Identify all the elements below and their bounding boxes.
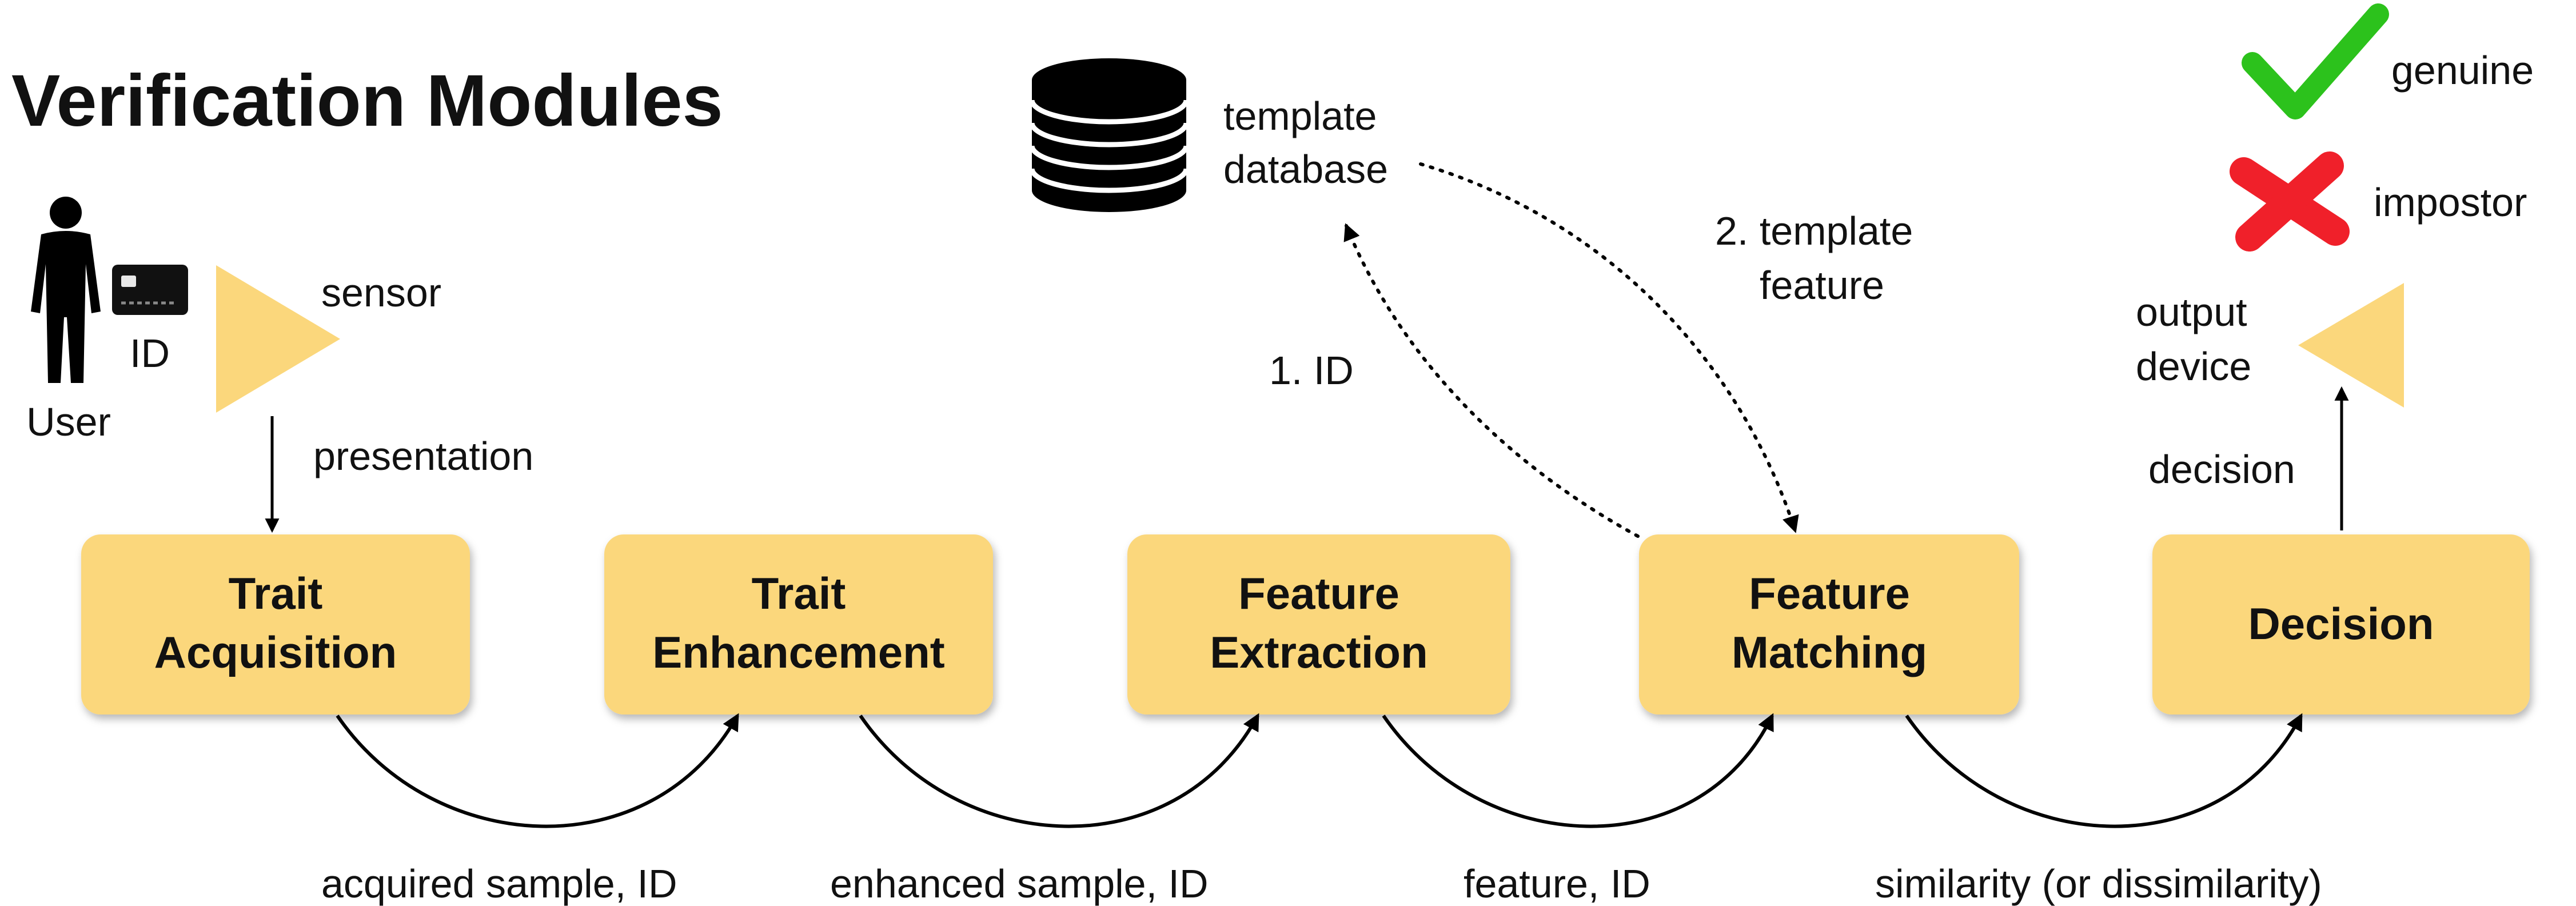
id-lookup-arrow — [1343, 223, 1640, 538]
module-decision: Decision — [2152, 534, 2530, 715]
genuine-check-icon — [2242, 3, 2389, 119]
id-card-icon — [112, 265, 188, 315]
template-feature-label-line1: 2. template — [1715, 209, 1913, 253]
template-feature-arrow — [1419, 162, 1799, 533]
database-label-line1: template — [1223, 94, 1377, 138]
module-feature-matching: Feature Matching — [1639, 534, 2019, 715]
impostor-label: impostor — [2374, 180, 2527, 225]
output-device-icon — [2298, 283, 2404, 408]
flow-label: acquired sample, ID — [321, 861, 677, 906]
module-feature-extraction: Feature Extraction — [1127, 534, 1510, 715]
module-label-line2: Acquisition — [154, 627, 397, 677]
module-label-line1: Trait — [229, 568, 323, 618]
flow-arrow-matching-decision — [1905, 713, 2303, 828]
flow-arrow-acquisition-enhancement — [336, 713, 739, 828]
flow-label: feature, ID — [1464, 861, 1650, 906]
user-icon — [31, 197, 101, 383]
database-label-line2: database — [1223, 147, 1388, 191]
output-device-label-line1: output — [2136, 290, 2247, 334]
module-label-line2: Matching — [1732, 627, 1927, 677]
decision-label: decision — [2148, 447, 2295, 492]
genuine-label: genuine — [2391, 48, 2534, 93]
module-label-line2: Extraction — [1210, 627, 1427, 677]
id-lookup-label: 1. ID — [1269, 348, 1354, 393]
module-label-line1: Feature — [1238, 568, 1399, 618]
user-label: User — [26, 400, 111, 444]
sensor-label: sensor — [321, 270, 441, 315]
module-trait-enhancement: Trait Enhancement — [604, 534, 993, 715]
database-icon — [1029, 58, 1189, 212]
sensor-icon — [216, 265, 340, 413]
module-label-line1: Decision — [2248, 598, 2434, 649]
module-label-line1: Trait — [752, 568, 846, 618]
flow-label: enhanced sample, ID — [830, 861, 1209, 906]
module-label-line2: Enhancement — [652, 627, 944, 677]
id-card-label: ID — [130, 331, 170, 376]
flow-arrow-enhancement-extraction — [859, 713, 1259, 828]
module-label-line1: Feature — [1749, 568, 1910, 618]
output-device-label-line2: device — [2136, 344, 2251, 389]
page-title: Verification Modules — [11, 60, 723, 142]
flow-label: similarity (or dissimilarity) — [1875, 861, 2322, 906]
impostor-cross-icon — [2230, 151, 2350, 252]
flow-arrow-extraction-matching — [1382, 713, 1774, 828]
module-trait-acquisition: Trait Acquisition — [81, 534, 470, 715]
template-feature-label-line2: feature — [1760, 263, 1884, 308]
presentation-label: presentation — [313, 434, 533, 478]
